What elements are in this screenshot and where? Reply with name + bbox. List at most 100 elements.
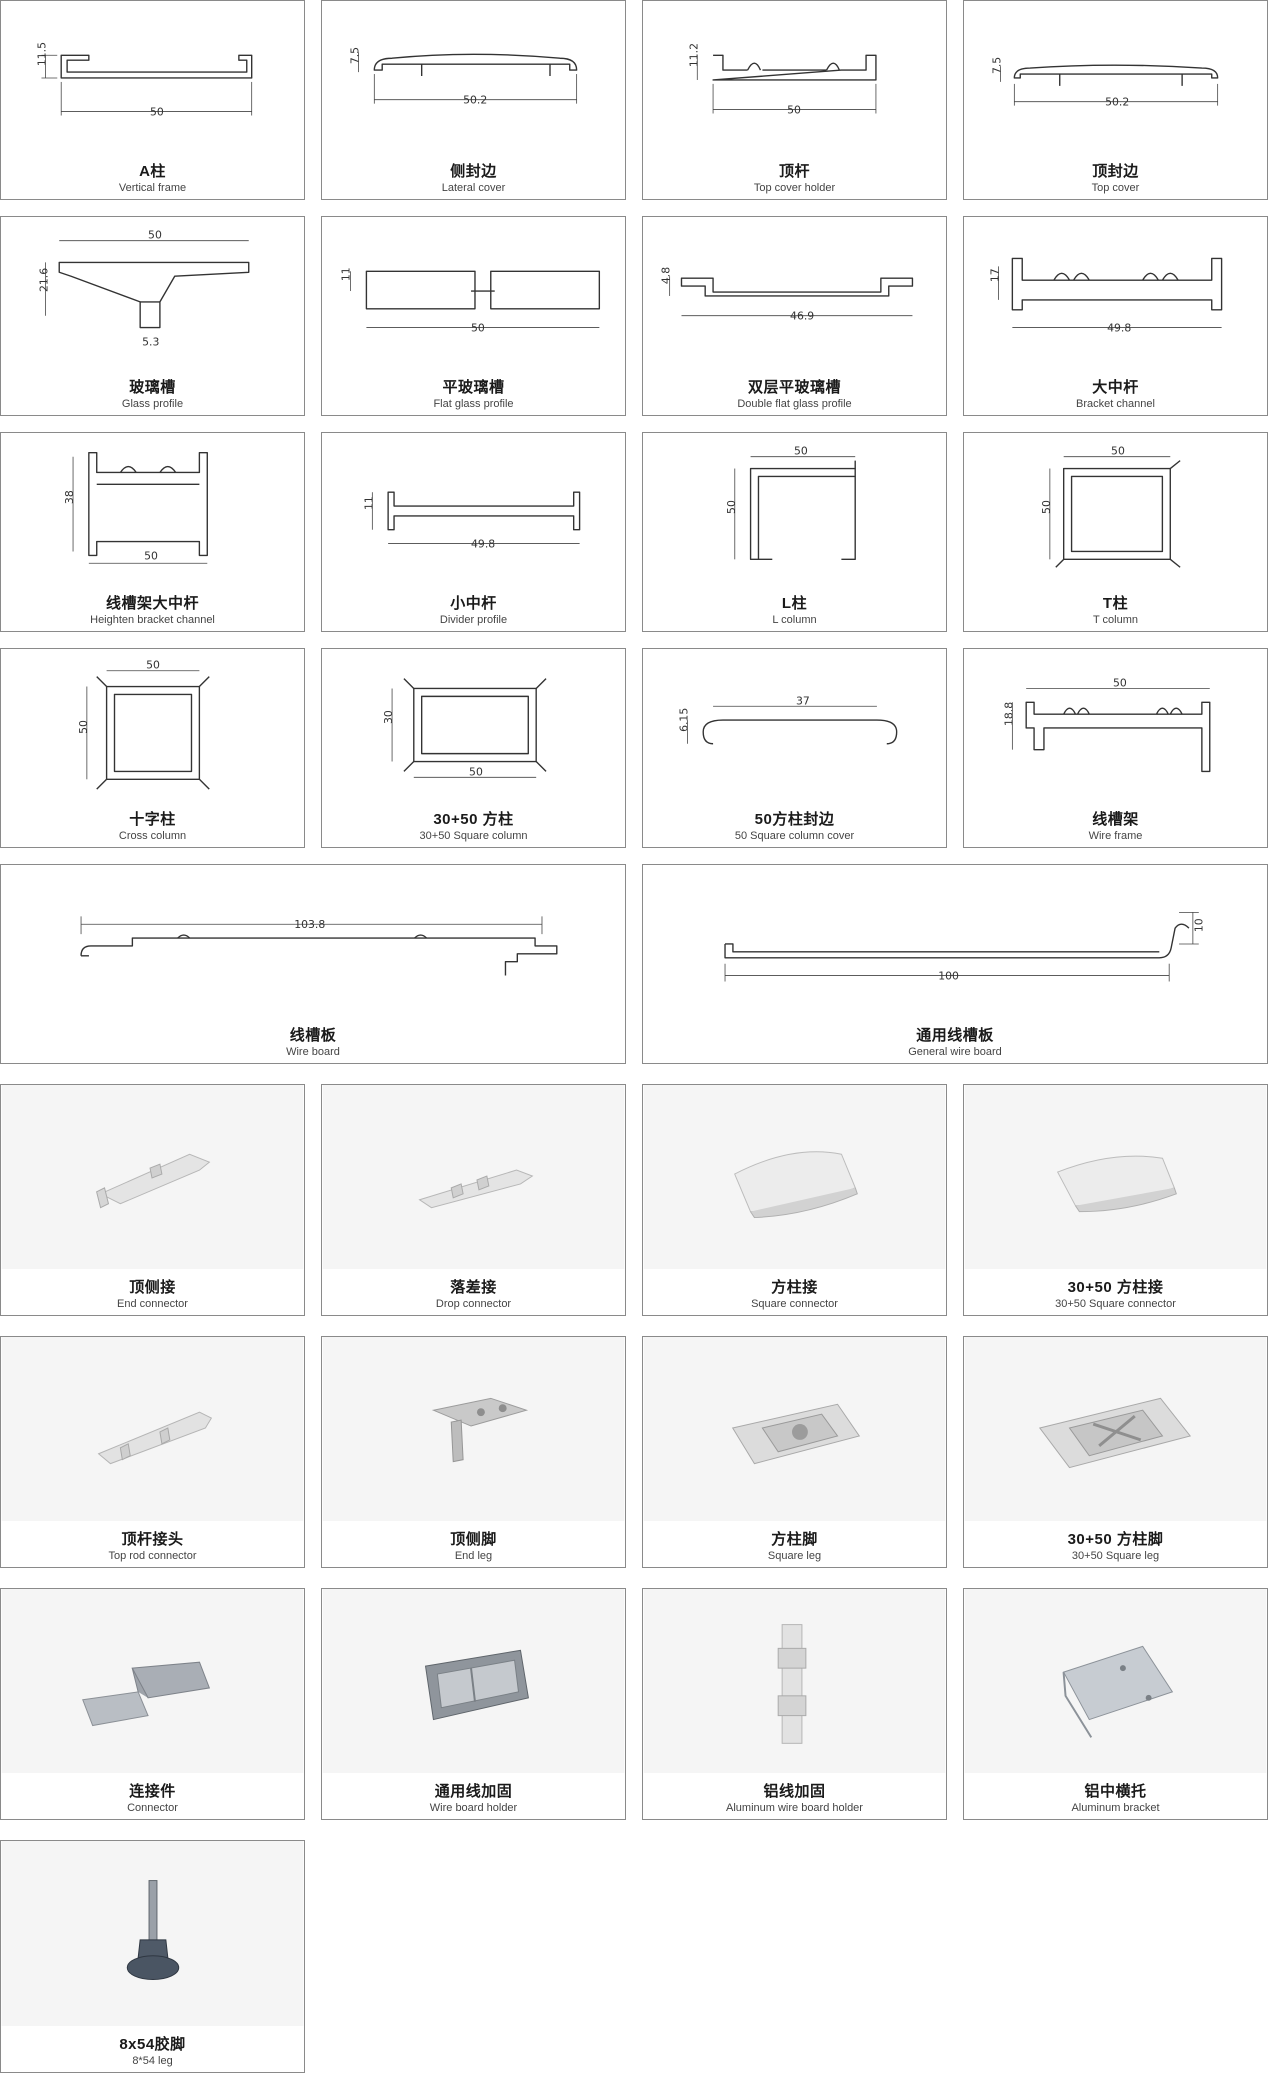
product-card: 顶侧脚 End leg <box>321 1336 626 1568</box>
product-card: 11 50 平玻璃槽 Flat glass profile <box>321 216 626 416</box>
product-name-en: Wire frame <box>1088 830 1143 842</box>
product-name-en: Connector <box>127 1802 178 1814</box>
product-name-en: 30+50 Square leg <box>1071 1550 1160 1562</box>
product-card: 30+50 方柱脚 30+50 Square leg <box>963 1336 1268 1568</box>
product-card: 7.5 50.2 侧封边 Lateral cover <box>321 0 626 200</box>
product-name-en: Lateral cover <box>441 182 506 194</box>
svg-text:17: 17 <box>989 268 1002 282</box>
profile-drawing: 103.8 <box>1 865 625 1017</box>
product-name-en: Drop connector <box>435 1298 512 1310</box>
svg-text:6.15: 6.15 <box>677 708 690 732</box>
svg-text:11: 11 <box>362 496 375 510</box>
product-card: 50 50 十字柱 Cross column <box>0 648 305 848</box>
product-name-en: Top rod connector <box>108 1550 197 1562</box>
product-card: 38 50 线槽架大中杆 Heighten bracket channel <box>0 432 305 632</box>
product-name-en: Square leg <box>767 1550 822 1562</box>
product-name-en: Square connector <box>751 1298 838 1310</box>
product-name-cn: 侧封边 <box>450 163 497 180</box>
profile-drawing: 11.2 50 <box>643 1 946 153</box>
product-name-cn: 通用线加固 <box>434 1783 513 1800</box>
product-name-cn: 30+50 方柱脚 <box>1067 1531 1164 1548</box>
product-name-cn: 平玻璃槽 <box>442 379 505 396</box>
product-card: 方柱脚 Square leg <box>642 1336 947 1568</box>
product-card: 7.5 50.2 顶封边 Top cover <box>963 0 1268 200</box>
product-name-en: 30+50 Square connector <box>1055 1298 1176 1310</box>
product-card: 铝线加固 Aluminum wire board holder <box>642 1588 947 1820</box>
product-photo <box>322 1085 625 1269</box>
product-name-cn: 顶侧接 <box>129 1279 176 1296</box>
profile-drawing: 10 100 <box>643 865 1267 1017</box>
product-name-cn: 线槽架大中杆 <box>105 595 199 612</box>
product-photo <box>322 1589 625 1773</box>
svg-text:21.6: 21.6 <box>37 268 50 292</box>
product-name-en: Wire board holder <box>429 1802 518 1814</box>
product-card: 30 50 30+50 方柱 30+50 Square column <box>321 648 626 848</box>
svg-text:5.3: 5.3 <box>142 335 159 348</box>
product-name-cn: 顶侧脚 <box>450 1531 497 1548</box>
product-card: 50 50 T柱 T column <box>963 432 1268 632</box>
product-card: 37 6.15 50方柱封边 50 Square column cover <box>642 648 947 848</box>
product-name-cn: 落差接 <box>450 1279 497 1296</box>
product-name-cn: T柱 <box>1102 595 1129 612</box>
svg-text:49.8: 49.8 <box>471 537 495 550</box>
product-name-cn: 30+50 方柱接 <box>1067 1279 1164 1296</box>
product-name-en: Vertical frame <box>118 182 187 194</box>
product-card: 4.8 46.9 双层平玻璃槽 Double flat glass profil… <box>642 216 947 416</box>
product-photo <box>1 1589 304 1773</box>
product-name-cn: 铝中横托 <box>1084 1783 1147 1800</box>
product-name-en: End connector <box>117 1298 188 1310</box>
product-name-en: Wire board <box>286 1046 340 1058</box>
product-card: 11.2 50 顶杆 Top cover holder <box>642 0 947 200</box>
product-name-en: Top cover holder <box>753 182 836 194</box>
product-name-cn: 30+50 方柱 <box>433 811 514 828</box>
product-card: 50 50 L柱 L column <box>642 432 947 632</box>
svg-text:30: 30 <box>382 710 395 724</box>
product-name-en: Heighten bracket channel <box>90 614 215 626</box>
product-card: 8x54胶脚 8*54 leg <box>0 1840 305 2073</box>
product-name-cn: 线槽架 <box>1092 811 1139 828</box>
product-name-en: General wire board <box>908 1046 1002 1058</box>
profile-drawing: 11 49.8 <box>322 433 625 585</box>
product-name-cn: 大中杆 <box>1092 379 1139 396</box>
product-card: 17 49.8 大中杆 Bracket channel <box>963 216 1268 416</box>
profile-drawing: 4.8 46.9 <box>643 217 946 369</box>
svg-text:50: 50 <box>725 500 738 514</box>
svg-text:50.2: 50.2 <box>1105 96 1129 109</box>
product-name-cn: 顶封边 <box>1092 163 1139 180</box>
product-photo <box>964 1085 1267 1269</box>
product-name-en: L column <box>772 614 817 626</box>
product-card: 30+50 方柱接 30+50 Square connector <box>963 1084 1268 1316</box>
product-photo <box>964 1337 1267 1521</box>
product-card: 连接件 Connector <box>0 1588 305 1820</box>
profile-drawing: 11.5 50 <box>1 1 304 153</box>
svg-text:50: 50 <box>794 445 808 458</box>
product-name-en: T column <box>1092 614 1139 626</box>
svg-text:37: 37 <box>796 694 810 707</box>
product-name-en: 30+50 Square column <box>419 830 528 842</box>
product-photo <box>1 1085 304 1269</box>
product-name-cn: 50方柱封边 <box>754 811 835 828</box>
product-name-en: Bracket channel <box>1076 398 1155 410</box>
product-photo <box>322 1337 625 1521</box>
product-name-en: 50 Square column cover <box>734 830 855 842</box>
product-card: 顶杆接头 Top rod connector <box>0 1336 305 1568</box>
svg-text:7.5: 7.5 <box>349 47 362 64</box>
profile-drawing: 7.5 50.2 <box>964 1 1267 153</box>
profile-drawing: 50 50 <box>1 649 304 801</box>
product-name-cn: 线槽板 <box>289 1027 337 1044</box>
product-name-en: Divider profile <box>439 614 508 626</box>
profile-drawing: 17 49.8 <box>964 217 1267 369</box>
product-name-en: Aluminum bracket <box>1071 1802 1160 1814</box>
product-card: 10 100 通用线槽板 General wire board <box>642 864 1268 1064</box>
product-name-en: 8*54 leg <box>132 2055 173 2067</box>
product-name-cn: 顶杆 <box>778 163 810 180</box>
product-name-cn: 双层平玻璃槽 <box>747 379 841 396</box>
product-photo <box>643 1337 946 1521</box>
profile-drawing: 50 18.8 <box>964 649 1267 801</box>
svg-text:103.8: 103.8 <box>294 918 325 931</box>
profile-drawing: 50 21.6 5.3 <box>1 217 304 369</box>
product-name-cn: 连接件 <box>129 1783 176 1800</box>
product-name-cn: 方柱接 <box>771 1279 818 1296</box>
profile-drawing: 30 50 <box>322 649 625 801</box>
product-card: 11.5 50 A柱 Vertical frame <box>0 0 305 200</box>
